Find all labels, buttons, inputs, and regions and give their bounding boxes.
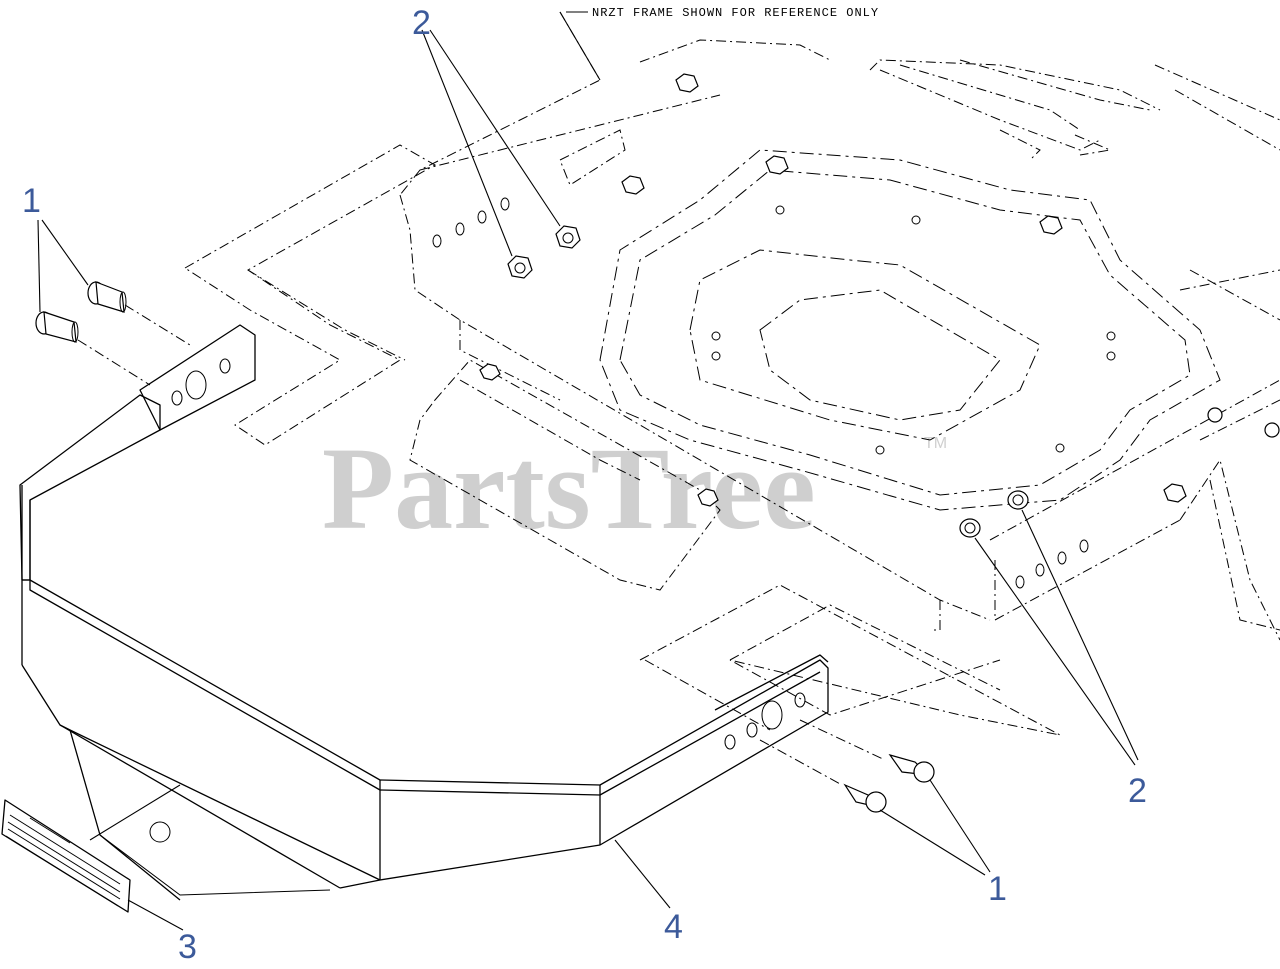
hex-nut xyxy=(507,255,533,279)
flange-bolt xyxy=(87,281,127,313)
callout-1-bottom: 1 xyxy=(988,870,1007,908)
bolts-right xyxy=(759,719,935,813)
callout-1-left: 1 xyxy=(22,182,41,220)
watermark: PartsTree TM xyxy=(322,423,947,554)
callout-2-right: 2 xyxy=(1128,772,1147,810)
frame-nuts xyxy=(479,73,1280,507)
hex-nut xyxy=(555,225,581,249)
callout-4: 4 xyxy=(664,908,683,946)
nut-pair-right xyxy=(959,490,1029,538)
frame-holes xyxy=(432,197,1116,589)
flange-bolt xyxy=(35,311,79,343)
flange-nut xyxy=(1007,490,1029,510)
warning-decal xyxy=(1,799,131,913)
shield-guard xyxy=(19,324,829,901)
flange-bolt xyxy=(888,753,935,783)
flange-nut xyxy=(959,518,981,538)
callout-3: 3 xyxy=(178,928,197,966)
reference-note: NRZT FRAME SHOWN FOR REFERENCE ONLY xyxy=(592,6,879,20)
bolts-left xyxy=(35,281,191,386)
watermark-tm: TM xyxy=(924,435,947,452)
nut-pair-top xyxy=(507,225,581,279)
callouts: 2 1 2 1 4 3 xyxy=(22,4,1147,966)
watermark-text: PartsTree xyxy=(322,423,816,554)
callout-2-top: 2 xyxy=(412,4,431,42)
leader-lines xyxy=(37,11,1139,931)
mount-outlines xyxy=(184,144,1061,736)
reference-frame xyxy=(399,11,1280,641)
flange-bolt xyxy=(843,783,887,813)
